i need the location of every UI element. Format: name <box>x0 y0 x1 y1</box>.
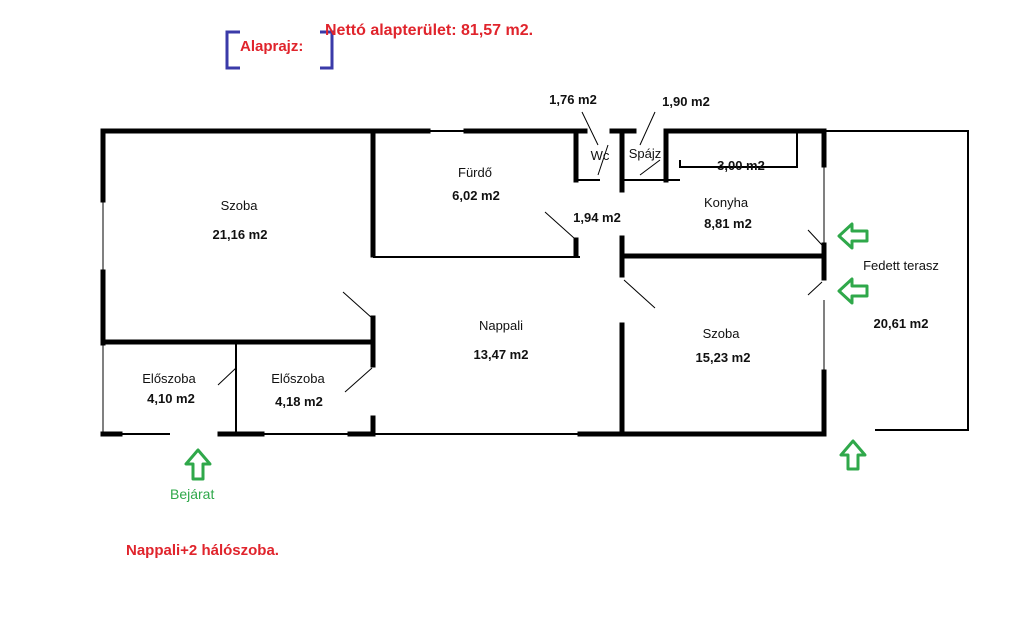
room-area-szoba-1: 21,16 m2 <box>212 227 268 242</box>
room-name-eloszoba-2: Előszoba <box>271 371 325 386</box>
room-area-eloszoba-2: 4,18 m2 <box>275 394 323 409</box>
room-name-spajz: Spájz <box>628 146 662 161</box>
thick-walls <box>100 128 827 437</box>
room-area-konyha: 8,81 m2 <box>704 216 752 231</box>
room-name-wc: Wc <box>590 148 610 163</box>
room-area-hall: 1,94 m2 <box>573 210 621 225</box>
entrance-label: Bejárat <box>170 486 215 502</box>
arrow-icon-entrance <box>184 448 212 481</box>
room-area-nappali: 13,47 m2 <box>473 347 529 362</box>
room-area-szoba-2: 15,23 m2 <box>695 350 751 365</box>
room-area-terasz: 20,61 m2 <box>873 316 929 331</box>
room-area-storage: 3,00 m2 <box>717 158 765 173</box>
room-name-eloszoba-1: Előszoba <box>142 371 196 386</box>
arrow-icon-kitchen <box>837 222 869 250</box>
room-area-eloszoba-1: 4,10 m2 <box>147 391 195 406</box>
room-name-nappali: Nappali <box>478 318 524 333</box>
arrow-icon-terrace <box>839 439 867 471</box>
room-name-furdo: Fürdő <box>458 165 492 180</box>
room-area-spajz: 1,90 m2 <box>662 94 710 109</box>
title-bracket <box>225 30 334 70</box>
room-name-terasz: Fedett terasz <box>863 258 939 273</box>
arrow-icon-room <box>837 277 869 305</box>
net-area-title: Nettó alapterület: 81,57 m2. <box>325 22 534 39</box>
footer-note: Nappali+2 hálószoba. <box>126 542 279 559</box>
room-name-szoba-1: Szoba <box>220 198 258 213</box>
thin-walls <box>102 130 969 435</box>
room-area-wc: 1,76 m2 <box>549 92 597 107</box>
floorplan-title: Alaprajz: <box>240 38 304 55</box>
room-name-konyha: Konyha <box>703 195 749 210</box>
room-area-furdo: 6,02 m2 <box>452 188 500 203</box>
room-name-szoba-2: Szoba <box>702 326 740 341</box>
door-swings <box>217 111 823 393</box>
